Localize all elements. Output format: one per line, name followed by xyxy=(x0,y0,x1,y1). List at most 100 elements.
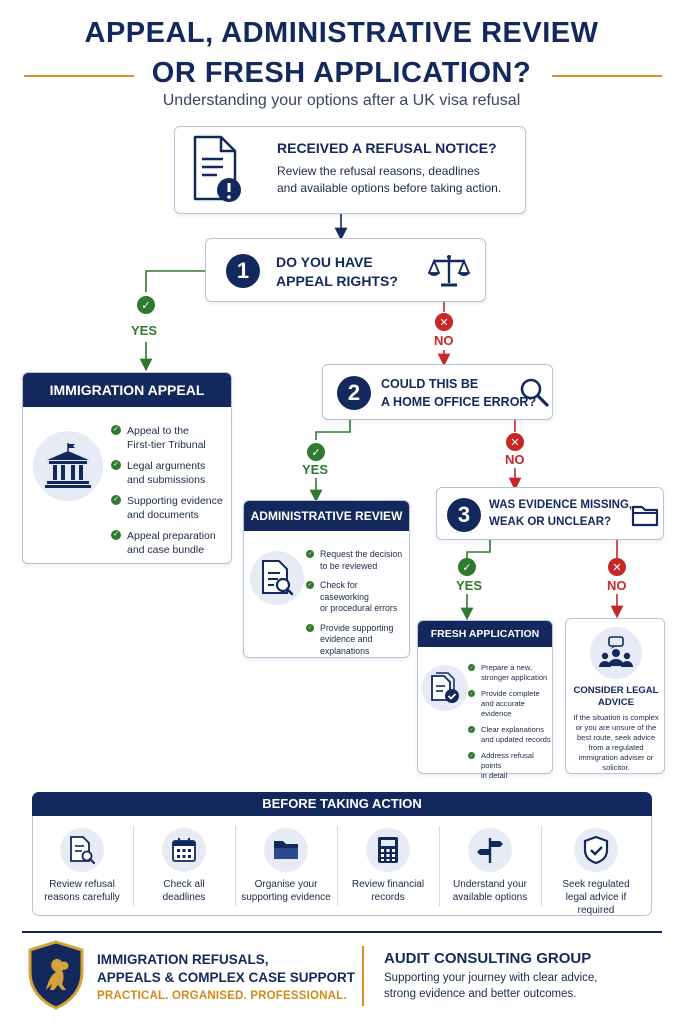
refusal-text-1: Review the refusal reasons, deadlines xyxy=(277,164,480,178)
footer-rule xyxy=(22,931,662,933)
legal-advice-text-line: from a regulated xyxy=(588,743,644,752)
q1-yes-check-icon: ✓ xyxy=(137,296,155,314)
fresh-items: ✓Prepare a new,stronger application✓Prov… xyxy=(468,657,552,781)
list-item-line: First-tier Tribunal xyxy=(127,439,206,451)
list-item-line: and accurate evidence xyxy=(481,699,525,718)
list-item-line: or procedural errors xyxy=(320,603,398,613)
magnifier-icon xyxy=(520,378,549,407)
list-item-line: Appeal preparation xyxy=(127,530,216,542)
list-item-line: Provide supporting xyxy=(320,622,394,633)
before-divider xyxy=(541,826,542,906)
signpost-icon xyxy=(468,828,512,872)
list-item-line: evidence and xyxy=(320,634,373,644)
list-item-line: to be reviewed xyxy=(320,560,378,571)
q1-no-label: NO xyxy=(434,333,454,348)
legal-advice-title-1: CONSIDER LEGAL xyxy=(573,685,659,696)
shield-check-icon xyxy=(574,828,618,872)
q2-no-label: NO xyxy=(505,452,525,467)
q1-no-cross-icon: ✕ xyxy=(435,313,453,331)
green-check-icon: ✓ xyxy=(111,530,121,540)
administrative-review-card: ADMINISTRATIVE REVIEW ✓Request the decis… xyxy=(243,500,410,658)
before-item-4-line-0: Understand your xyxy=(453,879,527,890)
list-item-line: and documents xyxy=(127,509,199,521)
documents-check-icon xyxy=(422,665,468,711)
before-item-financial: Review financial records xyxy=(338,828,438,904)
fresh-application-title: FRESH APPLICATION xyxy=(418,621,552,647)
q3-no-cross-icon: ✕ xyxy=(608,558,626,576)
list-item-line: in detail xyxy=(481,771,508,780)
before-item-3-line-1: records xyxy=(371,892,405,903)
before-item-5-line-1: legal advice if xyxy=(565,892,627,903)
green-check-icon: ✓ xyxy=(306,581,314,589)
list-item-line: Supporting evidence xyxy=(127,495,223,507)
q3-no-label: NO xyxy=(607,578,627,593)
fresh-application-card: FRESH APPLICATION ✓Prepare a new,stronge… xyxy=(417,620,553,780)
list-item-line: explanations xyxy=(320,645,370,656)
question-1-line-2: APPEAL RIGHTS? xyxy=(276,273,398,289)
before-item-deadlines: Check all deadlines xyxy=(134,828,234,904)
q1-yes-label: YES xyxy=(131,323,158,338)
q3-yes-check-icon: ✓ xyxy=(458,558,476,576)
green-check-icon: ✓ xyxy=(111,460,121,470)
q2-yes-label: YES xyxy=(302,462,329,477)
green-check-icon: ✓ xyxy=(468,752,475,759)
green-check-icon: ✓ xyxy=(468,690,475,697)
before-item-evidence: Organise your supporting evidence xyxy=(236,828,336,904)
before-divider xyxy=(337,826,338,906)
subtitle: Understanding your options after a UK vi… xyxy=(162,92,521,109)
legal-advice-text-line: best route, seek advice xyxy=(576,733,656,742)
question-2-line-1: COULD THIS BE xyxy=(381,377,479,391)
green-check-icon: ✓ xyxy=(468,664,475,671)
list-item-line: Provide complete xyxy=(481,689,540,698)
list-item-line: Legal arguments xyxy=(127,460,206,472)
before-item-2-line-1: supporting evidence xyxy=(241,892,331,903)
title-line-1: APPEAL, ADMINISTRATIVE REVIEW xyxy=(84,17,599,49)
list-item: ✓ Supporting evidence and documents xyxy=(111,494,227,522)
legal-advice-text-line: immigration adviser or xyxy=(578,753,654,762)
list-item: ✓ Legal arguments and submissions xyxy=(111,459,227,487)
administrative-review-title: ADMINISTRATIVE REVIEW xyxy=(244,501,409,531)
footer-desc-2: strong evidence and better outcomes. xyxy=(384,988,577,1000)
before-item-legal: Seek regulated legal advice if required xyxy=(546,828,646,917)
list-item-line: Address refusal points xyxy=(481,751,534,770)
question-1-box: 1 DO YOU HAVE APPEAL RIGHTS? xyxy=(205,238,486,302)
list-item-line: Check for caseworking xyxy=(320,580,369,602)
list-item-line: and submissions xyxy=(127,474,206,486)
scales-icon xyxy=(428,255,470,287)
title-rule-left xyxy=(24,75,134,77)
folder-icon xyxy=(264,828,308,872)
before-divider xyxy=(133,826,134,906)
footer-company: AUDIT CONSULTING GROUP xyxy=(384,950,592,967)
question-2-line-2: A HOME OFFICE ERROR? xyxy=(381,395,537,409)
before-item-3-line-0: Review financial xyxy=(351,879,425,890)
before-item-2-line-0: Organise your xyxy=(254,879,318,890)
lion-crest-icon xyxy=(28,940,84,1010)
before-action-title: BEFORE TAKING ACTION xyxy=(32,792,652,816)
refusal-text-2: and available options before taking acti… xyxy=(277,181,502,195)
list-item-line: Appeal to the xyxy=(127,425,189,437)
footer-tagline: PRACTICAL. ORGANISED. PROFESSIONAL. xyxy=(97,990,347,1002)
before-item-1-line-0: Check all xyxy=(163,879,205,890)
footer-left-line-1: IMMIGRATION REFUSALS, xyxy=(97,952,269,967)
immigration-appeal-title: IMMIGRATION APPEAL xyxy=(23,373,231,407)
question-3-number: 3 xyxy=(447,498,481,532)
list-item-line: and updated records xyxy=(481,735,551,744)
green-check-icon: ✓ xyxy=(111,495,121,505)
list-item-line: Request the decision xyxy=(320,549,403,559)
legal-advice-text-line: If the situation is complex xyxy=(573,713,659,722)
question-2-box: 2 COULD THIS BE A HOME OFFICE ERROR? xyxy=(322,364,553,420)
list-item-line: stronger application xyxy=(481,673,548,682)
before-item-options: Understand your available options xyxy=(440,828,540,904)
legal-advice-text-line: solicitor. xyxy=(602,763,630,772)
footer-left-line-2: APPEALS & COMPLEX CASE SUPPORT xyxy=(97,970,356,985)
